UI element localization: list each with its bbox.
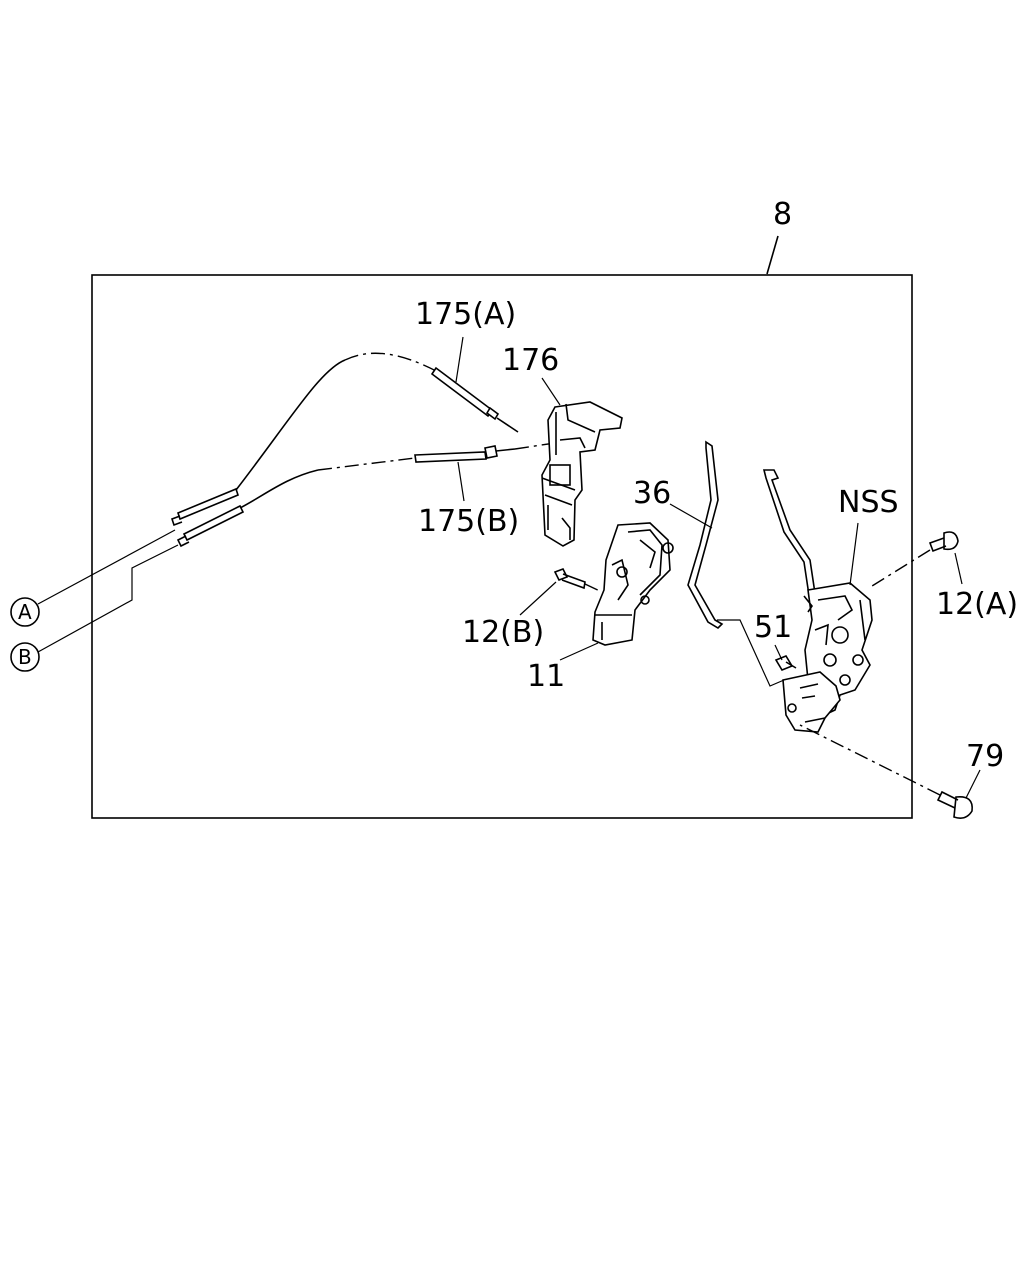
leader-cable-b — [457, 461, 465, 502]
leader-ref-a — [37, 529, 176, 605]
callout-rod: 36 — [633, 476, 671, 511]
leader-bolt-b — [519, 581, 557, 616]
ref-circle-a — [10, 597, 40, 627]
bolt-b — [553, 567, 603, 593]
leader-rod — [669, 503, 713, 529]
callout-bolt-a: 12(A) — [936, 587, 1018, 622]
bolt-a — [871, 531, 959, 587]
leader-latch — [849, 522, 859, 586]
leader-clip — [717, 619, 785, 687]
leader-bolt-a — [954, 552, 963, 585]
leader-actuator — [559, 642, 599, 661]
leader-handle-bracket — [541, 377, 561, 406]
callout-actuator: 11 — [527, 659, 565, 694]
leader-screw — [965, 769, 981, 799]
leader-cable-a — [455, 336, 464, 383]
actuator — [592, 522, 674, 646]
ref-circle-b — [10, 642, 40, 672]
callout-cable-a: 175(A) — [415, 297, 516, 332]
leader-clip-callout — [774, 644, 783, 661]
callout-bolt-b: 12(B) — [462, 615, 544, 650]
callout-cable-b: 175(B) — [418, 504, 519, 539]
assembly-frame — [91, 274, 913, 819]
screw — [799, 724, 973, 819]
latch — [762, 469, 873, 733]
cable-b — [176, 442, 556, 548]
cable-a — [170, 352, 519, 527]
clip — [774, 655, 797, 671]
callout-clip: 51 — [754, 610, 792, 645]
rod — [687, 440, 724, 630]
handle-bracket — [541, 401, 623, 547]
leader-ref-b — [37, 544, 179, 653]
callout-assembly: 8 — [773, 197, 792, 232]
callout-handle-bracket: 176 — [502, 343, 559, 378]
ref-label-b: B — [18, 645, 32, 669]
ref-label-a: A — [18, 600, 32, 624]
callout-screw: 79 — [966, 739, 1004, 774]
leader-assembly — [766, 235, 779, 275]
callout-latch: NSS — [838, 485, 899, 520]
